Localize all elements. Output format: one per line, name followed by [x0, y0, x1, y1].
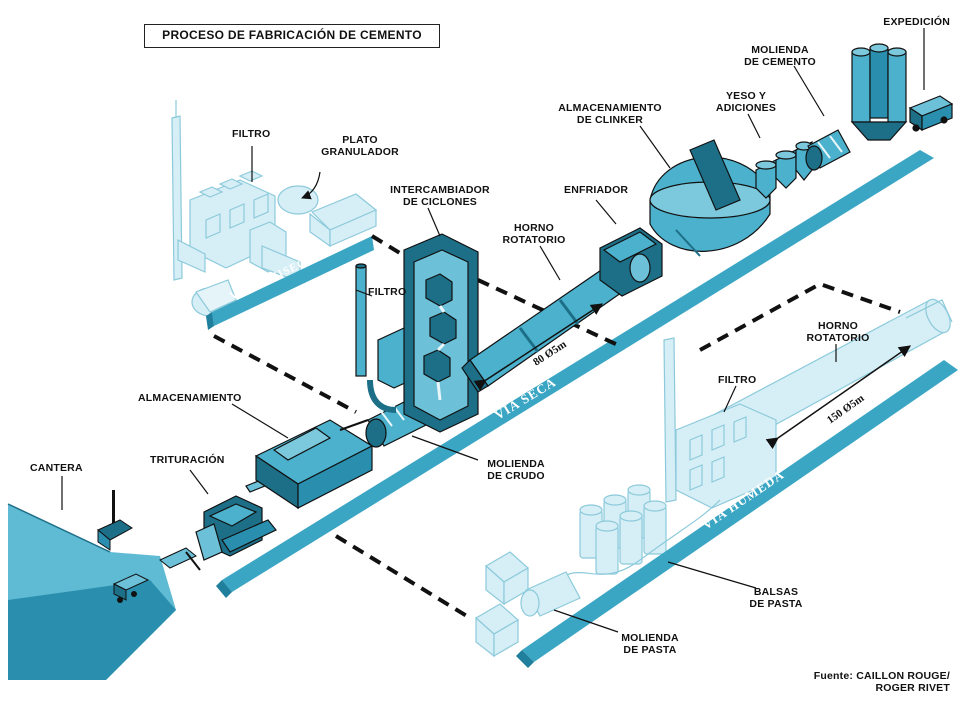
label-molienda-cemento-line-2: DE CEMENTO [744, 56, 816, 68]
cement-silos-drawing [850, 43, 908, 141]
label-clinker-line-2: DE CLINKER [576, 114, 644, 126]
via-semiseca-band [212, 236, 374, 326]
label-cantera: CANTERA [30, 462, 83, 474]
label-intercambiador-line-1: INTERCAMBIADOR [390, 184, 490, 196]
label-trituracion: TRITURACIÓN [150, 454, 225, 466]
clinker-dome-drawing [649, 139, 771, 257]
gypsum-hoppers-drawing [755, 141, 813, 199]
label-balsas-line-1: BALSAS [753, 586, 799, 598]
label-yeso-adiciones: YESO Y ADICIONES [710, 90, 782, 114]
label-molienda-cemento: MOLIENDA DE CEMENTO [730, 44, 830, 68]
label-horno-humeda-line-2: ROTATORIO [806, 332, 870, 344]
cooler-drawing [599, 227, 663, 297]
quarry-drawing [7, 490, 201, 680]
label-balsas-pasta: BALSAS DE PASTA [740, 586, 812, 610]
label-intercambiador-line-2: DE CICLONES [403, 196, 477, 208]
label-almacenamiento: ALMACENAMIENTO [138, 392, 242, 404]
source-credit: Fuente: CAILLON ROUGE/ ROGER RIVET [780, 670, 950, 694]
label-yeso-line-1: YESO Y [725, 90, 767, 102]
label-plato-line-1: PLATO [342, 134, 378, 146]
label-yeso-line-2: ADICIONES [715, 102, 777, 114]
label-molienda-crudo-line-2: DE CRUDO [487, 470, 545, 482]
label-plato-line-2: GRANULADOR [321, 146, 399, 158]
label-filtro-seca: FILTRO [368, 286, 407, 298]
cement-mill-drawing [805, 129, 851, 171]
label-molienda-cemento-line-1: MOLIENDA [751, 44, 809, 56]
label-filtro-humeda: FILTRO [718, 374, 757, 386]
via-seca-label: VIA SECA [492, 374, 559, 422]
label-molienda-crudo-line-1: MOLIENDA [487, 458, 545, 470]
label-molienda-crudo: MOLIENDA DE CRUDO [476, 458, 556, 482]
dispatch-truck-drawing [908, 95, 954, 132]
leader-lines [61, 28, 925, 633]
label-clinker-line-1: ALMACENAMIENTO [558, 102, 662, 114]
label-enfriador: ENFRIADOR [564, 184, 629, 196]
label-molienda-pasta-line-2: DE PASTA [623, 644, 677, 656]
label-almacenamiento-clinker: ALMACENAMIENTO DE CLINKER [554, 102, 666, 126]
cyclone-tower-drawing [403, 233, 479, 433]
label-molienda-pasta: MOLIENDA DE PASTA [614, 632, 686, 656]
label-horno-seca-line-2: ROTATORIO [502, 234, 566, 246]
dimension-arrows [473, 303, 911, 450]
source-credit-line-2: ROGER RIVET [875, 682, 950, 694]
label-balsas-line-2: DE PASTA [749, 598, 803, 610]
label-filtro-semiseca: FILTRO [232, 128, 271, 140]
source-credit-line-1: Fuente: CAILLON ROUGE/ [813, 670, 950, 682]
label-intercambiador: INTERCAMBIADOR DE CICLONES [384, 184, 496, 208]
label-molienda-pasta-line-1: MOLIENDA [621, 632, 679, 644]
label-horno-humeda: HORNO ROTATORIO [798, 320, 878, 344]
label-horno-seca: HORNO ROTATORIO [498, 222, 570, 246]
storage-shed-drawing [254, 419, 374, 510]
label-horno-humeda-line-1: HORNO [817, 320, 859, 332]
label-plato-granulador: PLATO GRANULADOR [312, 134, 408, 158]
label-expedicion: EXPEDICIÓN [883, 16, 950, 28]
label-horno-seca-line-1: HORNO [513, 222, 555, 234]
page-title: PROCESO DE FABRICACIÓN DE CEMENTO [144, 24, 440, 48]
